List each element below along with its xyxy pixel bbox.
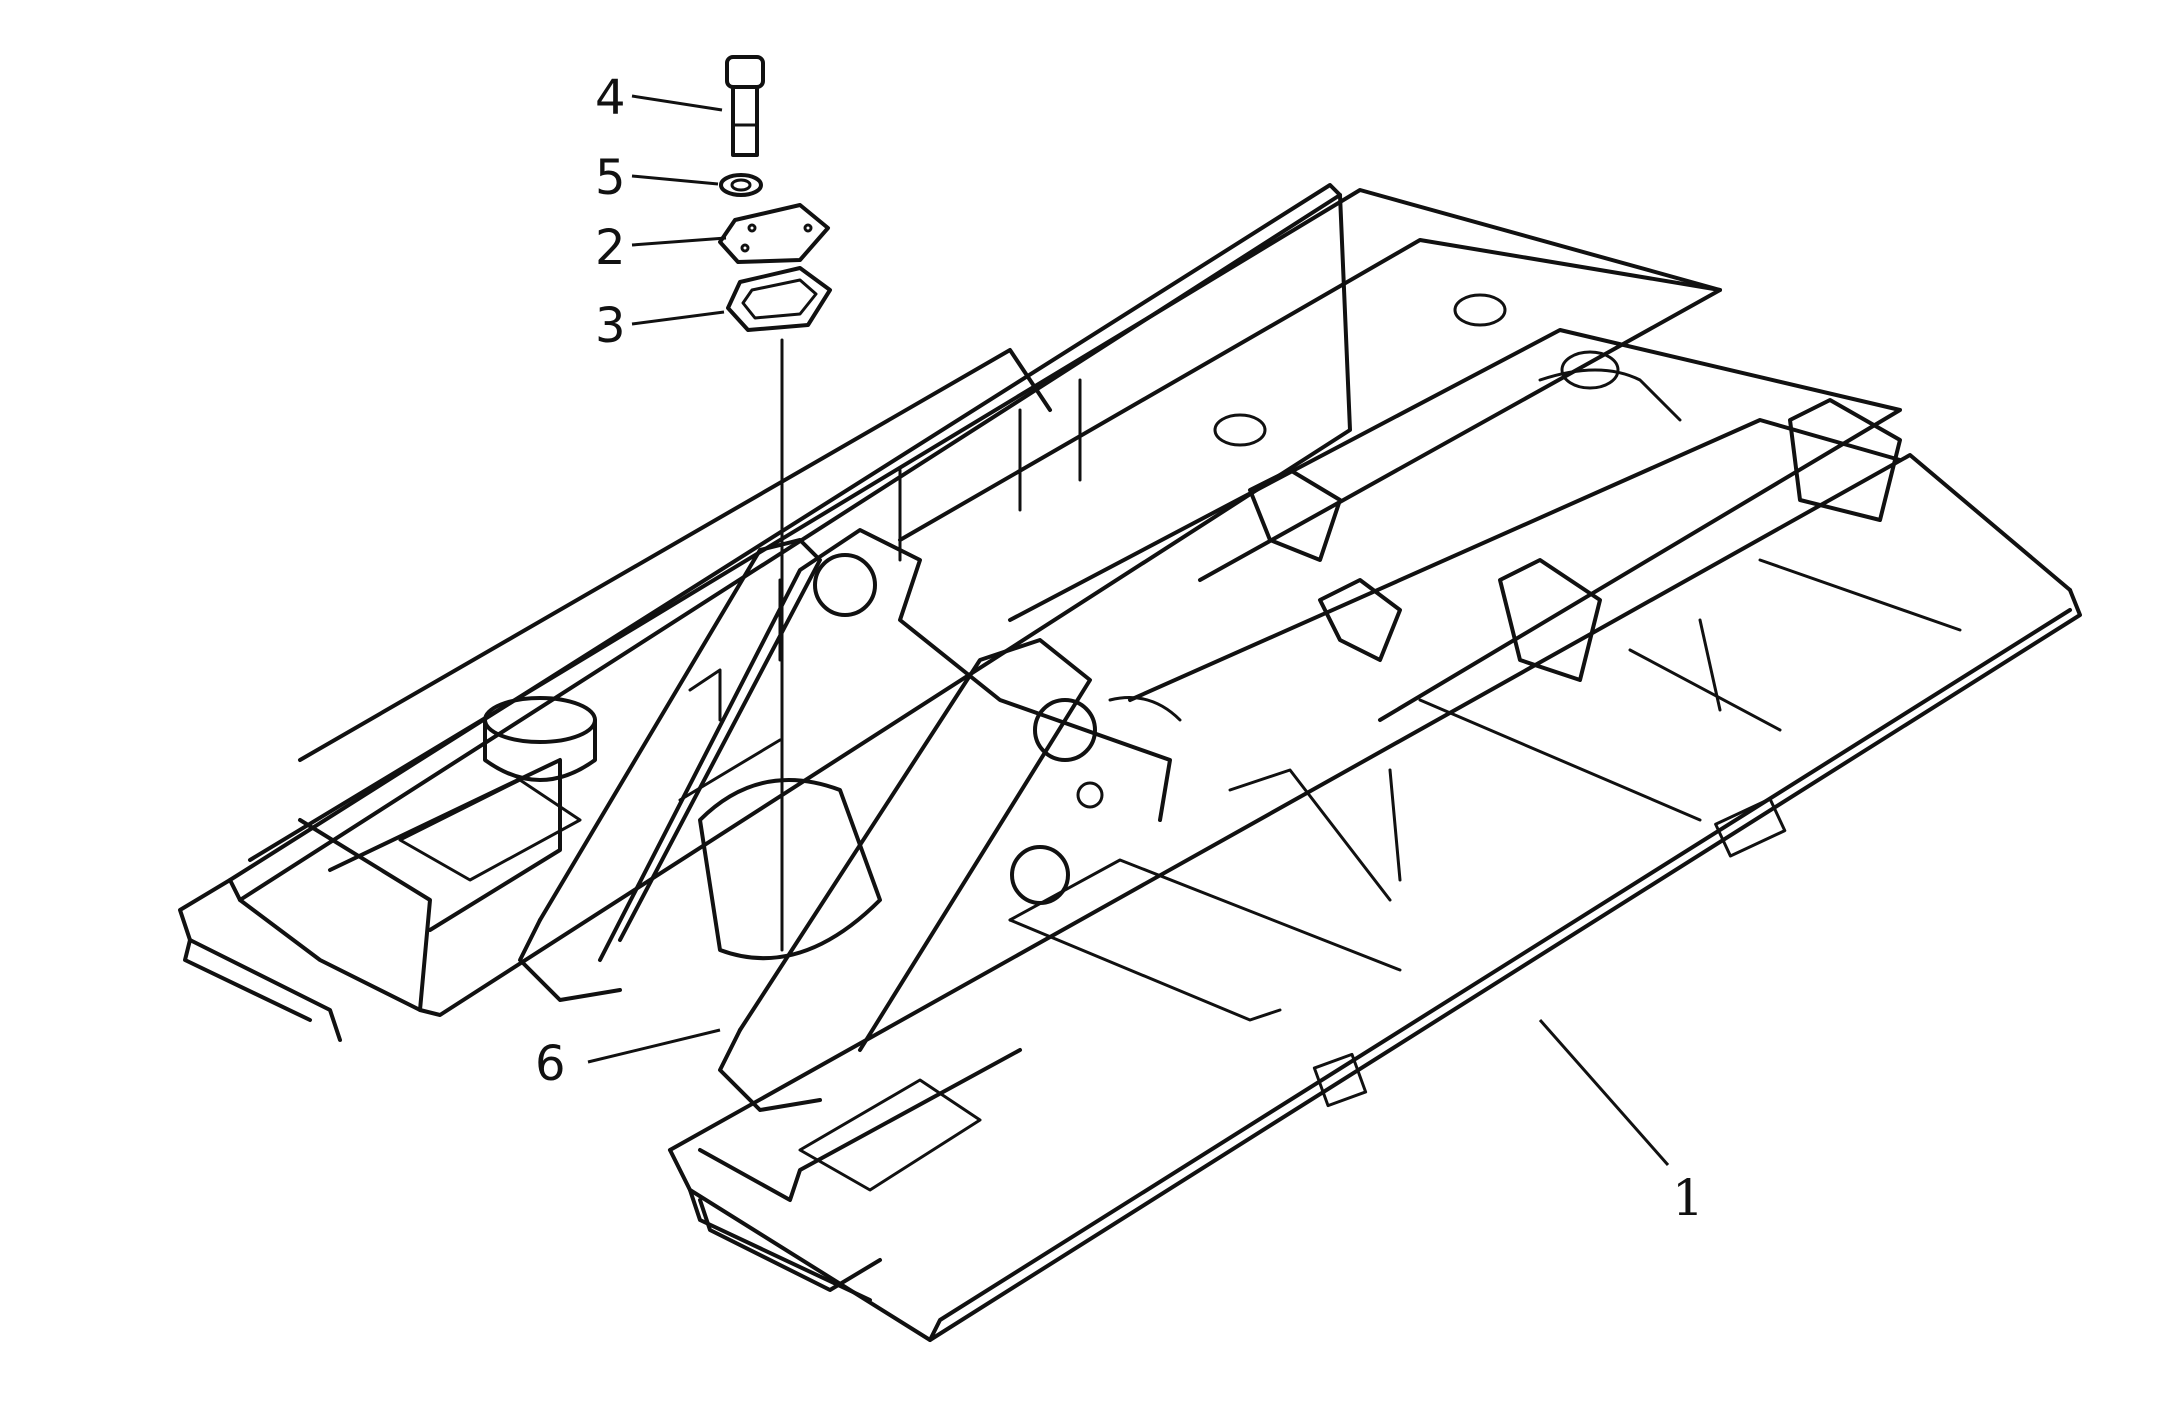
leader-3 <box>631 310 725 326</box>
leader-4 <box>631 94 723 112</box>
gasket <box>726 266 832 332</box>
callout-1: 1 <box>1672 1169 1704 1227</box>
leader-5 <box>631 174 719 186</box>
bolt <box>725 55 765 157</box>
callout-3: 3 <box>595 298 626 354</box>
callout-4: 4 <box>595 70 626 126</box>
leader-1 <box>1538 1019 1670 1166</box>
leader-6 <box>587 1028 721 1064</box>
callout-6: 6 <box>535 1036 566 1092</box>
callout-2: 2 <box>595 220 626 276</box>
leader-2 <box>631 236 727 247</box>
track-frame <box>178 183 2082 1342</box>
cover-plate <box>718 203 830 264</box>
callout-5: 5 <box>595 150 626 206</box>
washer <box>719 173 763 197</box>
